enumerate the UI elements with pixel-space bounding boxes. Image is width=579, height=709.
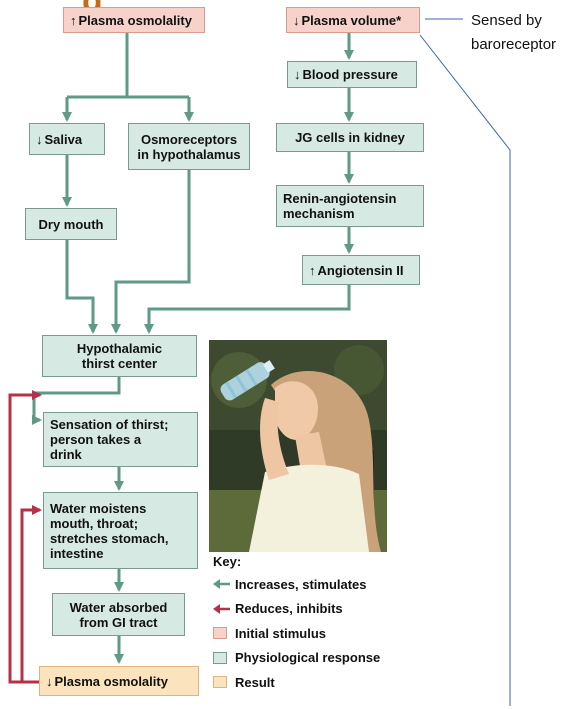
baroreceptor-annotation: Sensed by baroreceptor [471, 12, 557, 53]
box-angiotensin-increase: ↑ Angiotensin II [302, 255, 420, 285]
key-item-physiological-response: Physiological response [213, 646, 413, 671]
arrow-dry-mouth-to-thirst-center [65, 240, 98, 334]
key-item-reduces: Reduces, inhibits [213, 597, 413, 622]
key-item-initial-stimulus: Initial stimulus [213, 621, 413, 646]
feedback-to-water-moistens [20, 505, 42, 684]
box-saliva-decrease: ↓ Saliva [29, 123, 105, 155]
box-osmoreceptors: Osmoreceptors in hypothalamus [128, 123, 250, 170]
woman-drinking-photo [209, 340, 387, 552]
feedback-to-sensation [8, 390, 42, 684]
key-title: Key: [213, 554, 242, 569]
pink-swatch [213, 627, 227, 640]
yellow-swatch [213, 676, 227, 689]
key-item-result: Result [213, 670, 413, 695]
annotation-long-line [419, 34, 511, 706]
box-dry-mouth: Dry mouth [25, 208, 117, 240]
box-blood-pressure-decrease: ↓ Blood pressure [287, 61, 417, 88]
arrow-split-to-saliva [67, 95, 189, 120]
box-jg-cells: JG cells in kidney [276, 123, 424, 152]
arrow-osmoreceptors-to-thirst-center [111, 170, 191, 334]
box-renin-angiotensin: Renin-angiotensin mechanism [276, 185, 424, 227]
key-item-increases: Increases, stimulates [213, 572, 413, 597]
arrow-angiotensin-to-thirst-center [144, 285, 351, 334]
red-arrow-icon [213, 603, 235, 614]
legend-key: Key: Increases, stimulates Reduces, inhi… [213, 554, 413, 695]
box-water-moistens: Water moistens mouth, throat; stretches … [43, 492, 198, 569]
box-hypothalamic-thirst-center: Hypothalamic thirst center [42, 335, 197, 377]
green-arrow-icon [213, 579, 235, 590]
box-plasma-osmolality-decrease: ↓ Plasma osmolality [39, 666, 199, 696]
box-plasma-osmolality-increase: ↑ Plasma osmolality [63, 7, 205, 33]
box-water-absorbed: Water absorbed from GI tract [52, 593, 185, 636]
green-swatch [213, 651, 227, 664]
box-sensation-of-thirst: Sensation of thirst; person takes a drin… [43, 412, 198, 467]
box-plasma-volume-decrease: ↓ Plasma volume* [286, 7, 420, 33]
